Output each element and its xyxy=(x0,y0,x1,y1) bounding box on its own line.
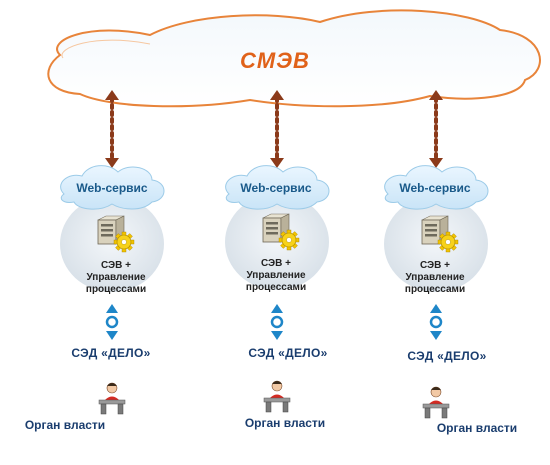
gear-icon xyxy=(278,229,300,251)
web-service-label-1: Web-сервис xyxy=(76,181,148,195)
server-label-2-line3: процессами xyxy=(245,282,307,293)
authority-person-icon xyxy=(422,386,450,419)
arrow-up-icon xyxy=(105,90,119,100)
system-label-2: СЭД «ДЕЛО» xyxy=(248,346,328,360)
bus-links xyxy=(105,90,443,168)
arrow-down-icon xyxy=(429,158,443,168)
web-service-cloud-icon xyxy=(384,165,489,210)
bus-link-3 xyxy=(429,90,443,168)
authority-person-icon xyxy=(263,380,291,413)
system-link-icon xyxy=(270,304,284,340)
server-label-2: СЭВ + Управление процессами xyxy=(216,258,336,294)
bus-link-2 xyxy=(270,90,284,168)
smev-title: СМЭВ xyxy=(240,48,310,73)
arrow-up-icon xyxy=(270,90,284,100)
server-label-1-line1: СЭВ + xyxy=(100,260,132,271)
server-label-1-line2: Управление xyxy=(86,272,146,283)
gear-icon xyxy=(437,231,459,253)
web-service-label-2: Web-сервис xyxy=(240,181,312,195)
system-label-3: СЭД «ДЕЛО» xyxy=(407,349,487,363)
arrow-up-icon xyxy=(429,90,443,100)
web-service-cloud-icon xyxy=(225,165,330,210)
web-service-label-3: Web-сервис xyxy=(399,181,471,195)
arrow-down-icon xyxy=(105,158,119,168)
nodes-layer xyxy=(60,165,489,419)
bus-link-1 xyxy=(105,90,119,168)
server-label-2-line1: СЭВ + xyxy=(260,258,292,269)
authority-label-1: Орган власти xyxy=(24,418,106,432)
server-label-1-line3: процессами xyxy=(85,284,147,295)
node-1 xyxy=(60,165,165,415)
arrow-down-icon xyxy=(270,158,284,168)
server-label-2-line2: Управление xyxy=(246,270,306,281)
system-link-icon xyxy=(105,304,119,340)
authority-label-3: Орган власти xyxy=(436,421,518,435)
gear-icon xyxy=(113,231,135,253)
node-3 xyxy=(384,165,489,419)
system-label-1: СЭД «ДЕЛО» xyxy=(71,346,151,360)
smev-cloud xyxy=(47,9,541,108)
server-label-3-line2: Управление xyxy=(405,272,465,283)
server-icon xyxy=(97,215,125,245)
server-label-1: СЭВ + Управление процессами xyxy=(56,260,176,296)
server-label-3-line3: процессами xyxy=(404,284,466,295)
system-link-icon xyxy=(429,304,443,340)
authority-label-2: Орган власти xyxy=(244,416,326,430)
server-label-3-line1: СЭВ + xyxy=(419,260,451,271)
server-icon xyxy=(421,215,449,245)
web-service-cloud-icon xyxy=(60,165,165,210)
server-label-3: СЭВ + Управление процессами xyxy=(375,260,495,296)
node-2 xyxy=(225,165,330,413)
authority-person-icon xyxy=(98,382,126,415)
